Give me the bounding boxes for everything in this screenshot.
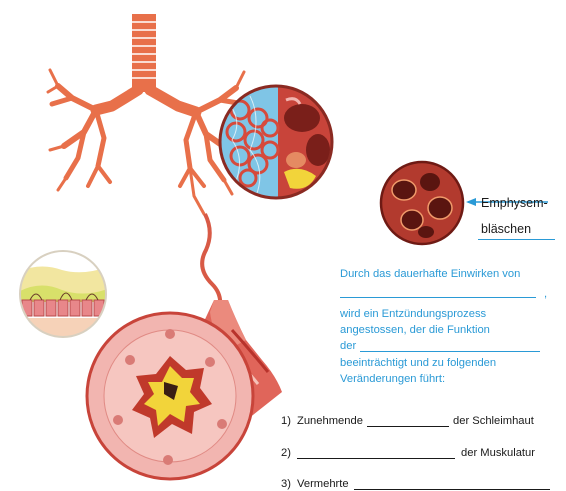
alveoli-circle [220,86,334,198]
blank-substance[interactable] [340,297,536,298]
mucosa-circle [18,250,110,340]
text-line-3: wird ein Entzündungsprozess [340,307,486,321]
text-line-4: angestossen, der die Funktion [340,323,490,337]
airway-cross-section [87,313,253,479]
blank-function[interactable] [360,351,540,352]
emphysema-circle [381,162,463,244]
item-1-before: Zunehmende [297,414,363,428]
text-line-7: Veränderungen führt: [340,372,445,386]
emphysem-label-line2: bläschen [481,222,531,236]
text-line-6: beeinträchtigt und zu folgenden [340,356,496,370]
item-3-before: Vermehrte [297,477,349,491]
item-1-after: der Schleimhaut [453,414,534,428]
text-comma: , [544,287,547,301]
emphysem-label-line1: Emphysem- [481,196,548,210]
emphysem-underline [478,239,555,240]
text-line-1: Durch das dauerhafte Einwirken von [340,267,520,281]
item-2-number: 2) [281,446,291,460]
bronchial-tree [48,14,244,214]
item-1-number: 1) [281,414,291,428]
item-1-blank[interactable] [367,426,449,427]
item-2-blank[interactable] [297,458,455,459]
item-2-after: der Muskulatur [461,446,535,460]
item-3-number: 3) [281,477,291,491]
text-line-5: der [340,339,356,353]
item-3-blank[interactable] [354,489,550,490]
